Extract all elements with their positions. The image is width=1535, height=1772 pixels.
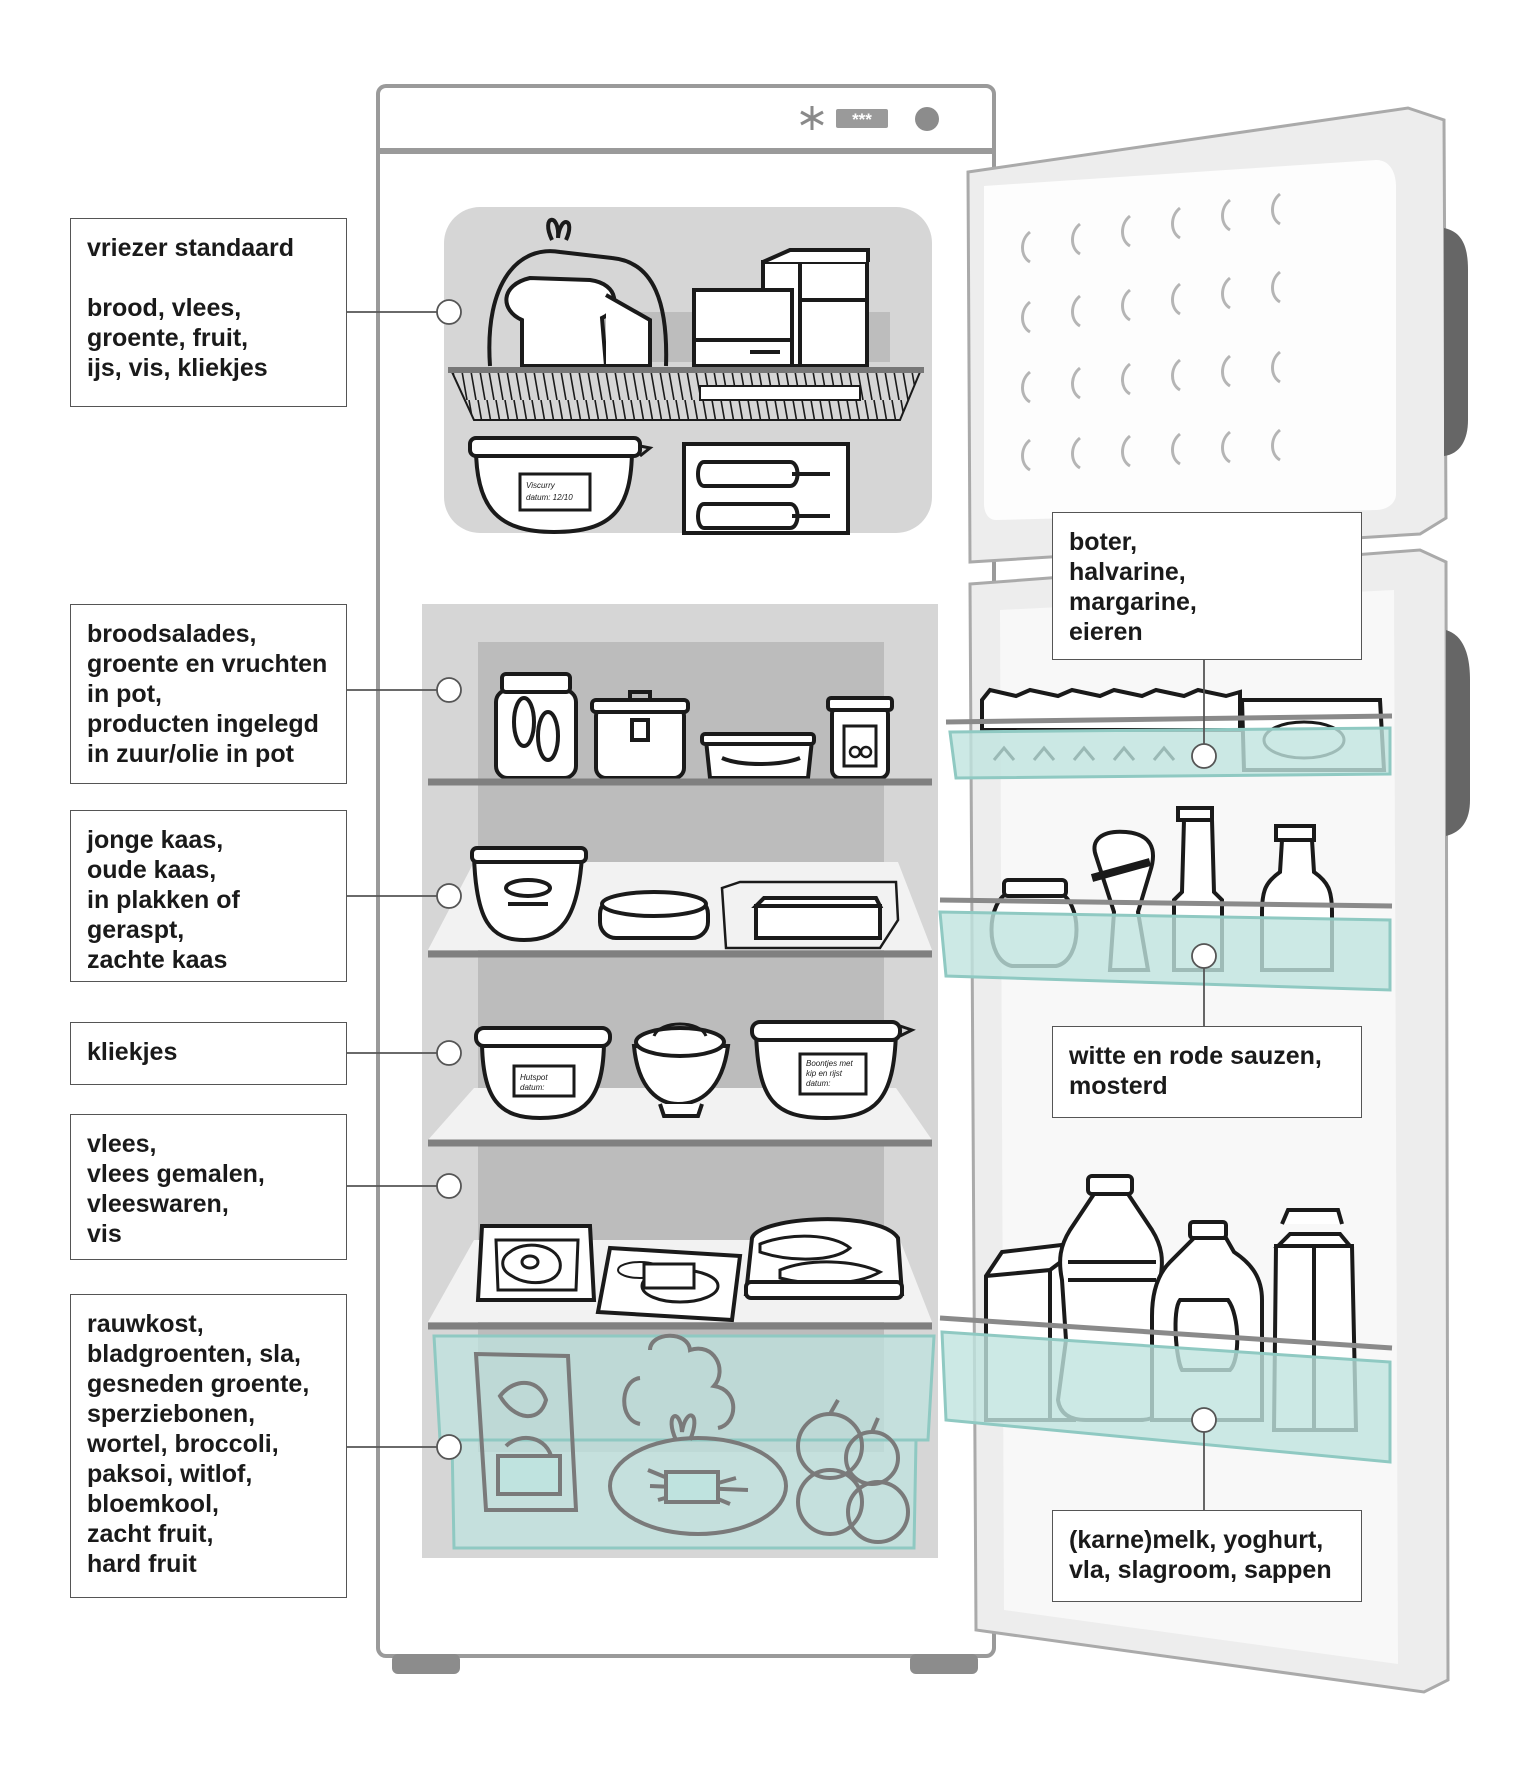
- freezer-basket: [448, 367, 924, 421]
- door-shelf-sauces: [938, 806, 1393, 992]
- label-crisper-line: bloemkool,: [87, 1490, 219, 1518]
- crisper-drawers: [432, 1333, 936, 1550]
- label-jars-line: broodsalades,: [87, 620, 257, 648]
- label-leftovers: kliekjes: [70, 1022, 347, 1085]
- fish-tub-label-line1: Viscurry: [526, 481, 556, 490]
- shelf-jars-items: [494, 672, 894, 780]
- label-door-sauces: witte en rode sauzen, mosterd: [1052, 1026, 1362, 1118]
- label-crisper-line: sperziebonen,: [87, 1400, 256, 1428]
- marker-door-eggs: [1191, 743, 1217, 769]
- dial-knob: [915, 107, 939, 131]
- label-meat-line: vlees,: [87, 1130, 157, 1158]
- label-door-eggs-line: eieren: [1069, 618, 1143, 646]
- label-jars-line: in zuur/olie in pot: [87, 740, 294, 768]
- label-crisper-line: hard fruit: [87, 1550, 197, 1578]
- label-freezer-line: groente, fruit,: [87, 324, 249, 352]
- label-cheese: jonge kaas, oude kaas, in plakken of ger…: [70, 810, 347, 982]
- ice-cream-box: [682, 442, 850, 535]
- label-jars-line: producten ingelegd: [87, 710, 319, 738]
- marker-meat: [436, 1173, 462, 1199]
- label-door-sauces-line: mosterd: [1069, 1072, 1168, 1100]
- label-jars: broodsalades, groente en vruchten in pot…: [70, 604, 347, 784]
- label-door-drinks: (karne)melk, yoghurt, vla, slagroom, sap…: [1052, 1510, 1362, 1602]
- marker-leftovers: [436, 1040, 462, 1066]
- label-meat-line: vleeswaren,: [87, 1190, 229, 1218]
- control-panel: ***: [800, 106, 939, 131]
- marker-door-sauces: [1191, 943, 1217, 969]
- label-crisper-line: zacht fruit,: [87, 1520, 214, 1548]
- label-meat-line: vis: [87, 1220, 122, 1248]
- frozen-boxes: [692, 248, 870, 368]
- marker-cheese: [436, 883, 462, 909]
- label-jars-line: groente en vruchten: [87, 650, 328, 678]
- marker-jars: [436, 677, 462, 703]
- label-door-sauces-line: witte en rode sauzen,: [1069, 1042, 1322, 1070]
- bread-bag: [487, 217, 669, 368]
- fish-tub-label-line2: datum: 12/10: [526, 493, 573, 502]
- label-jars-line: in pot,: [87, 680, 162, 708]
- label-cheese-line: zachte kaas: [87, 946, 228, 974]
- label-door-eggs: boter, halvarine, margarine, eieren: [1052, 512, 1362, 660]
- beans-label-line3: datum:: [806, 1079, 830, 1088]
- label-meat-line: vlees gemalen,: [87, 1160, 265, 1188]
- label-freezer-line: brood, vlees,: [87, 294, 242, 322]
- label-crisper-line: rauwkost,: [87, 1310, 204, 1338]
- label-cheese-line: geraspt,: [87, 916, 185, 944]
- label-door-drinks-line: vla, slagroom, sappen: [1069, 1556, 1332, 1584]
- label-leftovers-line: kliekjes: [87, 1038, 178, 1066]
- freezer-compartment: Viscurry datum: 12/10: [444, 207, 932, 535]
- label-cheese-line: jonge kaas,: [87, 826, 224, 854]
- label-crisper: rauwkost, bladgroenten, sla, gesneden gr…: [70, 1294, 347, 1598]
- label-cheese-line: oude kaas,: [87, 856, 217, 884]
- shelf-meat-items: [428, 1217, 932, 1323]
- label-door-eggs-line: halvarine,: [1069, 558, 1186, 586]
- label-door-eggs-line: boter,: [1069, 528, 1138, 556]
- freezer-door: [966, 106, 1468, 564]
- beans-label-line2: kip en rijst: [806, 1069, 843, 1078]
- label-crisper-line: paksoi, witlof,: [87, 1460, 253, 1488]
- beans-label-line1: Boontjes met: [806, 1059, 853, 1068]
- label-freezer: vriezer standaard brood, vlees, groente,…: [70, 218, 347, 407]
- label-door-eggs-line: margarine,: [1069, 588, 1197, 616]
- label-freezer-title: vriezer standaard: [87, 234, 295, 262]
- leader-lines: [346, 299, 1217, 1510]
- label-cheese-line: in plakken of: [87, 886, 240, 914]
- door-shelf-eggs: [945, 687, 1393, 780]
- shelf-cheese-items: [428, 846, 932, 950]
- hutspot-label-line2: datum:: [520, 1083, 544, 1092]
- hutspot-label-line1: Hutspot: [520, 1073, 548, 1082]
- snowflake-icon: [800, 106, 824, 130]
- door-shelf-drinks: [939, 1174, 1393, 1464]
- freezer-star-rating: ***: [852, 110, 872, 129]
- marker-crisper: [436, 1434, 462, 1460]
- label-crisper-line: bladgroenten, sla,: [87, 1340, 301, 1368]
- marker-freezer: [436, 299, 462, 325]
- marker-door-drinks: [1191, 1407, 1217, 1433]
- label-crisper-line: gesneden groente,: [87, 1370, 310, 1398]
- label-door-drinks-line: (karne)melk, yoghurt,: [1069, 1526, 1324, 1554]
- label-crisper-line: wortel, broccoli,: [87, 1430, 279, 1458]
- label-freezer-line: ijs, vis, kliekjes: [87, 354, 268, 382]
- shelf-leftovers-items: Hutspot datum: Boontjes met kip en rijst…: [428, 1020, 932, 1140]
- fish-curry-container: Viscurry datum: 12/10: [468, 436, 654, 535]
- label-meat: vlees, vlees gemalen, vleeswaren, vis: [70, 1114, 347, 1260]
